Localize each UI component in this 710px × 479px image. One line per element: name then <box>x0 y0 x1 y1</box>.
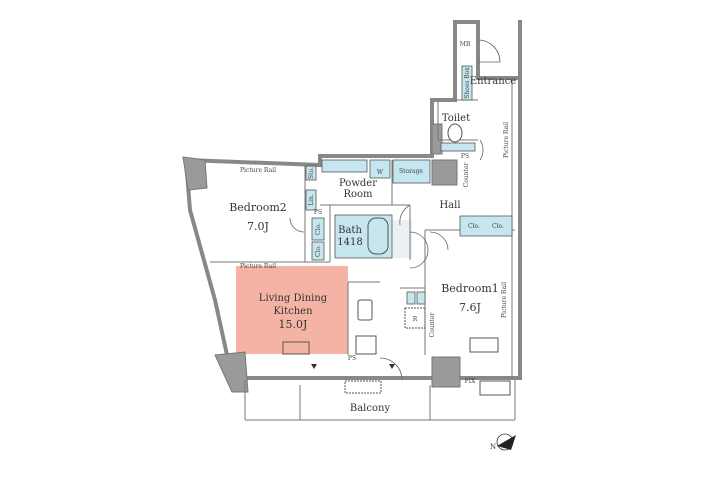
shoes-box <box>461 65 473 101</box>
bedroom2-size: 7.0J <box>247 220 269 233</box>
column <box>431 159 458 186</box>
vanity <box>321 159 368 173</box>
window-unit <box>469 337 499 353</box>
counter-label: Counter <box>463 162 470 187</box>
ps-label: PS <box>314 209 322 216</box>
bedroom2-label: Bedroom2 <box>229 201 287 214</box>
outdoor-unit <box>479 380 511 396</box>
picture-rail-label: Picture Rail <box>240 167 276 174</box>
ldk-highlight <box>236 266 348 354</box>
storage-box <box>392 159 431 184</box>
picture-rail-label: Picture Rail <box>501 282 508 318</box>
linen-box <box>305 189 317 211</box>
ps-label: PS <box>461 153 469 160</box>
column <box>182 156 208 191</box>
closet-box <box>311 241 325 261</box>
balcony-label: Balcony <box>350 403 391 414</box>
clo-label: Clo. <box>468 223 480 230</box>
mb-label: MB <box>460 41 471 48</box>
door-swings <box>289 39 501 381</box>
window-marker-icon <box>389 364 395 369</box>
clo-label: Clo. <box>492 223 504 230</box>
washer-box <box>369 159 391 179</box>
ldk-size: 15.0J <box>279 318 308 331</box>
entrance-label: Entrance <box>470 76 517 87</box>
window-unit <box>282 341 310 355</box>
ldk-label-2: Kitchen <box>273 306 313 317</box>
svg-text:N: N <box>490 443 496 451</box>
powder-room-label-2: Room <box>343 189 373 200</box>
storage-label: Storage <box>399 168 423 175</box>
clo-label: Clo. <box>315 223 322 235</box>
ps-label: PS <box>348 355 356 362</box>
fix-label: FIX <box>465 378 477 385</box>
north-arrow-icon: N <box>490 433 516 451</box>
outdoor-unit <box>344 380 382 394</box>
storage-small <box>406 291 416 305</box>
column <box>431 356 461 388</box>
closet-bedroom1 <box>459 215 513 237</box>
window-marker-icon <box>311 364 317 369</box>
lin-label: Lin. <box>308 194 315 206</box>
column <box>214 351 249 393</box>
picture-rail-label: Picture Rail <box>503 122 510 158</box>
bath-label: Bath <box>338 225 362 236</box>
outer-wall-lower <box>184 20 522 380</box>
sto-label: Sto. <box>308 167 315 179</box>
picture-rail-label: Picture Rail <box>240 263 276 270</box>
storage-small <box>416 291 426 305</box>
bedroom1-size: 7.6J <box>459 301 481 314</box>
stove <box>355 335 377 355</box>
toilet-bowl <box>447 123 463 143</box>
column <box>431 123 443 155</box>
interior-walls <box>210 80 516 421</box>
toilet-counter <box>440 142 476 152</box>
bedroom1-label: Bedroom1 <box>441 282 499 295</box>
bathtub <box>367 217 389 255</box>
closet-box <box>311 217 325 241</box>
storage-small <box>305 165 317 181</box>
bath-size: 1418 <box>337 237 362 248</box>
hall-label: Hall <box>439 200 460 211</box>
powder-room-label-1: Powder <box>339 178 377 189</box>
clo-label: Clo. <box>315 245 322 257</box>
kitchen-sink <box>357 299 373 321</box>
counter-label: Counter <box>429 312 436 337</box>
bath-area <box>334 214 393 259</box>
toilet-label: Toilet <box>442 113 470 124</box>
shoes-box-label: Shoes Box <box>464 67 471 99</box>
refrigerator-label: R <box>413 316 418 323</box>
refrigerator-space <box>404 307 426 329</box>
ldk-label-1: Living Dining <box>259 293 328 304</box>
washer-label: W <box>377 169 384 176</box>
